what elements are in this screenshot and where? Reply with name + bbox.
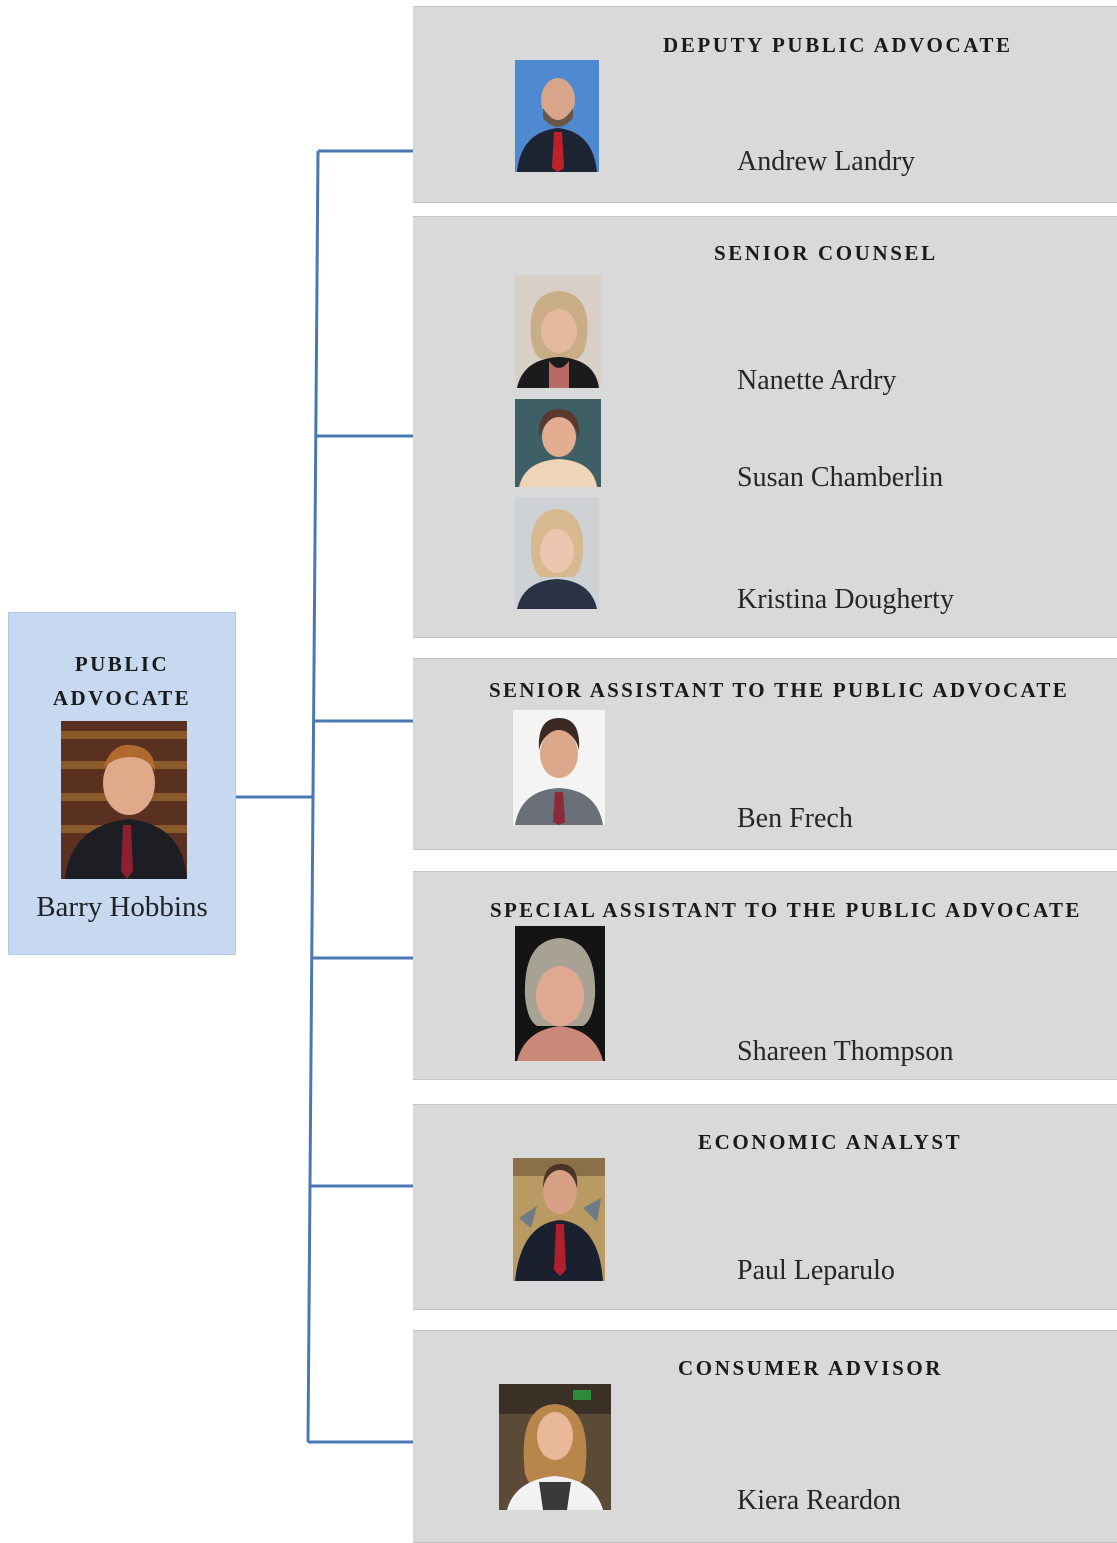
person-name: Nanette Ardry bbox=[737, 365, 897, 396]
panel-title: CONSUMER ADVISOR bbox=[678, 1356, 944, 1380]
portrait-icon bbox=[515, 399, 601, 487]
person-name: Ben Frech bbox=[737, 803, 853, 834]
portrait-icon bbox=[515, 275, 601, 388]
person-name: Susan Chamberlin bbox=[737, 462, 944, 493]
panel-senior-counsel: SENIOR COUNSEL Nanette Ardry Susan Chamb… bbox=[413, 216, 1117, 638]
portrait-icon bbox=[515, 926, 605, 1061]
head-title-line1: PUBLIC bbox=[74, 652, 170, 676]
panel-title: ECONOMIC ANALYST bbox=[698, 1130, 963, 1154]
public-advocate-box: PUBLIC ADVOCATE Barry Hobbins bbox=[8, 612, 236, 955]
portrait-icon bbox=[515, 497, 599, 609]
person-name: Paul Leparulo bbox=[737, 1255, 895, 1286]
panel-title: DEPUTY PUBLIC ADVOCATE bbox=[663, 33, 1013, 57]
panel-special-assistant: SPECIAL ASSISTANT TO THE PUBLIC ADVOCATE… bbox=[413, 871, 1117, 1080]
panel-title: SENIOR ASSISTANT TO THE PUBLIC ADVOCATE bbox=[489, 678, 1070, 702]
portrait-icon bbox=[61, 721, 187, 879]
head-title: PUBLIC ADVOCATE bbox=[9, 647, 235, 715]
person-name: Kiera Reardon bbox=[737, 1485, 902, 1516]
portrait-icon bbox=[499, 1384, 611, 1510]
person-name: Andrew Landry bbox=[737, 146, 916, 177]
panel-deputy-public-advocate: DEPUTY PUBLIC ADVOCATE Andrew Landry bbox=[413, 6, 1117, 203]
panel-title: SPECIAL ASSISTANT TO THE PUBLIC ADVOCATE bbox=[490, 898, 1082, 922]
portrait-icon bbox=[513, 1158, 605, 1281]
panel-economic-analyst: ECONOMIC ANALYST Paul Leparulo bbox=[413, 1104, 1117, 1310]
panel-title: SENIOR COUNSEL bbox=[714, 241, 938, 265]
person-name: Kristina Dougherty bbox=[737, 584, 954, 615]
panel-consumer-advisor: CONSUMER ADVISOR Kiera Reardon bbox=[413, 1330, 1117, 1543]
panel-senior-assistant: SENIOR ASSISTANT TO THE PUBLIC ADVOCATE … bbox=[413, 658, 1117, 850]
portrait-icon bbox=[513, 710, 605, 825]
head-title-line2: ADVOCATE bbox=[52, 686, 192, 710]
portrait-icon bbox=[515, 60, 599, 172]
connector-trunk bbox=[306, 150, 320, 1443]
head-name: Barry Hobbins bbox=[36, 891, 208, 923]
person-name: Shareen Thompson bbox=[737, 1036, 954, 1066]
